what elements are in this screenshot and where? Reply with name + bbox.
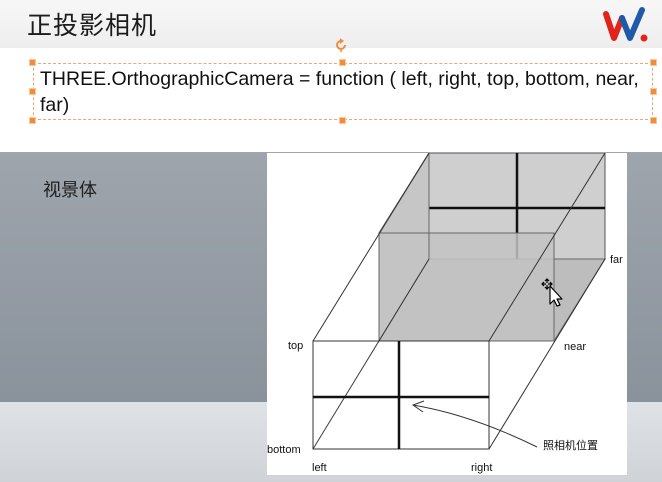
frustum-diagram[interactable]: far near top bottom left right 照相机位置 [267,151,627,475]
resize-handle-top-left[interactable] [29,59,36,66]
edge-top-right [488,152,606,342]
slide-title: 正投影相机 [27,11,158,40]
resize-handle-bottom[interactable] [339,117,346,124]
label-bottom: bottom [267,444,301,456]
section-label: 视景体 [43,180,97,201]
label-top: top [288,340,303,352]
resize-handle-bottom-left[interactable] [29,117,36,124]
frustum-diagram-svg: far near top bottom left right 照相机位置 [267,151,623,474]
label-near: near [564,341,586,353]
edge-top-left [312,152,430,342]
label-right: right [471,462,492,474]
w-logo-icon [603,7,648,42]
edge-bottom-left [312,258,430,450]
label-camera-position: 照相机位置 [543,438,598,452]
label-far: far [610,254,623,266]
content-area [0,48,662,152]
resize-handle-right[interactable] [650,88,657,95]
camera-position-arrow [412,404,538,448]
resize-handle-bottom-right[interactable] [650,117,657,124]
rotate-handle-icon[interactable] [334,38,348,52]
near-plane [378,232,555,342]
resize-handle-left[interactable] [29,88,36,95]
title-band [0,0,662,48]
edge-bottom-right [488,258,606,450]
camera-plane [312,340,490,450]
resize-handle-top-right[interactable] [650,59,657,66]
resize-handle-top[interactable] [339,59,346,66]
label-left: left [312,462,327,474]
code-text[interactable]: THREE.OrthographicCamera = function ( le… [40,68,639,116]
move-cursor-icon [541,278,563,307]
